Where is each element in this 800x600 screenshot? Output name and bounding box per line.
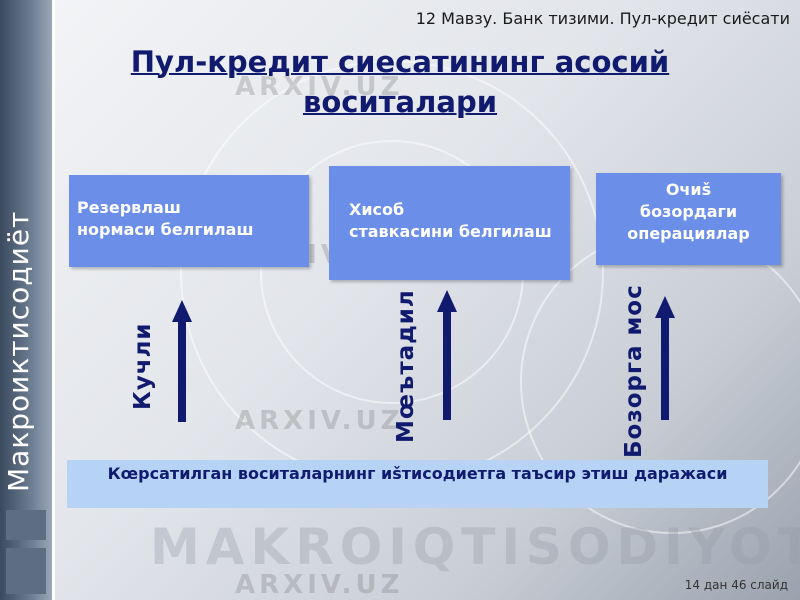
slide-title: Пул-кредит сиесатининг асосий воситалари: [130, 45, 670, 119]
arrow-up-icon: [437, 290, 457, 420]
tool-box-reserve-requirement: Резервлаш нормаси белгилаш: [69, 175, 309, 267]
box-label: Резервлаш нормаси белгилаш: [77, 198, 254, 239]
decorative-block: [6, 548, 46, 594]
box-label: Очиš бозордаги операциялар: [627, 180, 750, 243]
box-label: Хисоб ставкасини белгилаш: [349, 200, 552, 241]
background-wordmark: MAKROIQTISODIYOT: [150, 518, 800, 576]
tool-box-open-market-operations: Очиš бозордаги операциялар: [596, 173, 781, 265]
watermark: ARXIV.UZ: [235, 570, 404, 600]
left-sidebar-strip: [0, 0, 52, 600]
watermark: ARXIV.UZ: [235, 72, 404, 102]
watermark: ARXIV.UZ: [235, 406, 404, 436]
arrow-up-icon: [655, 296, 675, 420]
tool-box-discount-rate: Хисоб ставкасини белгилаш: [329, 166, 570, 280]
arrow-up-icon: [172, 300, 192, 422]
slide-header: 12 Мавзу. Банк тизими. Пул-кредит сиёсат…: [415, 9, 790, 28]
slide-number: 14 дан 46 слайд: [684, 578, 788, 592]
impact-level-box: Кœрсатилган воситаларнинг иšтисодиетга т…: [67, 460, 768, 508]
decorative-block: [6, 510, 46, 540]
sidebar-divider: [52, 0, 55, 600]
